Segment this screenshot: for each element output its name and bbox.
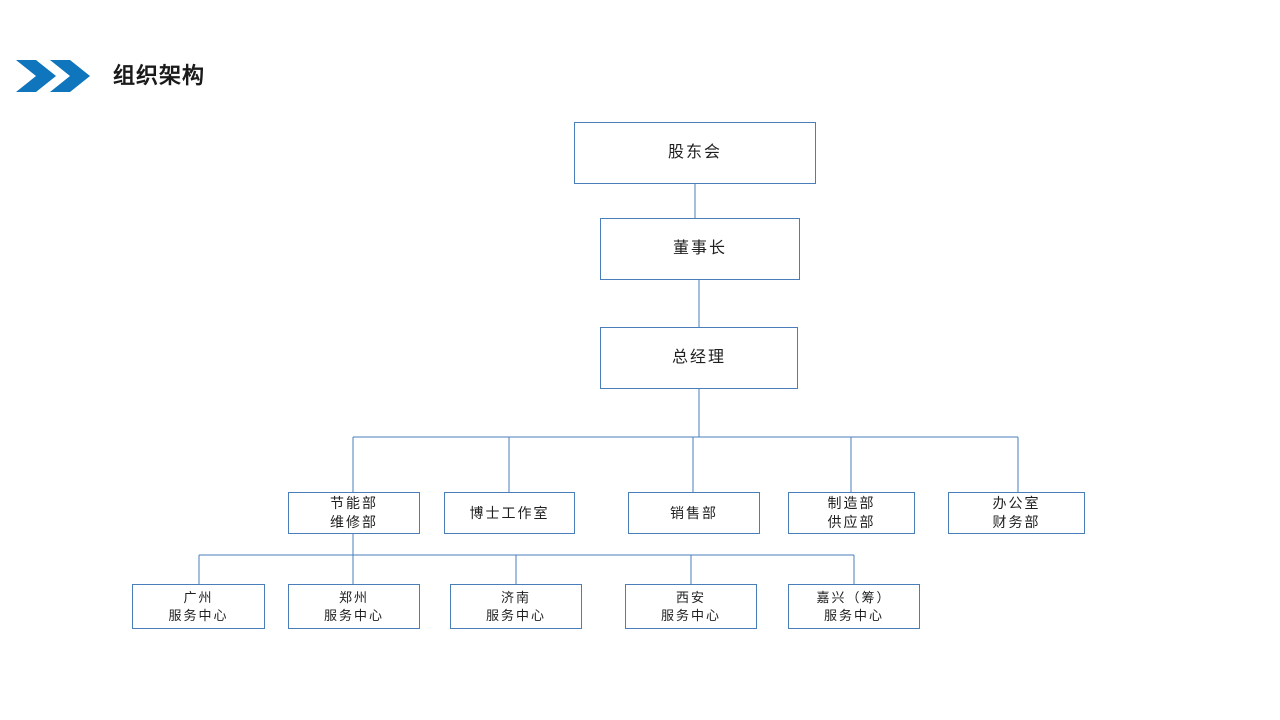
double-chevron-right-icon <box>16 60 90 92</box>
org-node-doctoral-studio[interactable]: 博士工作室 <box>444 492 575 534</box>
org-node-label-line2: 维修部 <box>330 514 378 530</box>
org-node-chairman[interactable]: 董事长 <box>600 218 800 280</box>
page-title: 组织架构 <box>113 63 206 88</box>
org-node-sales-dept[interactable]: 销售部 <box>628 492 760 534</box>
org-node-label-line1: 博士工作室 <box>469 504 550 521</box>
org-node-label: 总经理 <box>671 349 726 367</box>
org-node-office-finance-dept[interactable]: 办公室 财务部 <box>948 492 1085 534</box>
org-node-label-line1: 制造部 <box>827 495 876 512</box>
org-node-label-line1: 嘉兴（筹） <box>816 589 892 605</box>
org-node-zhengzhou-service-center[interactable]: 郑州 服务中心 <box>288 584 420 629</box>
org-node-jinan-service-center[interactable]: 济南 服务中心 <box>450 584 582 629</box>
org-node-label: 董事长 <box>672 240 727 258</box>
org-node-label-line1: 郑州 <box>338 589 369 605</box>
org-node-jiaxing-service-center[interactable]: 嘉兴（筹） 服务中心 <box>788 584 920 629</box>
org-node-label-line2: 供应部 <box>827 514 876 530</box>
org-node-label-line2: 服务中心 <box>823 607 884 623</box>
org-node-label-line2: 服务中心 <box>323 607 384 623</box>
org-node-label: 股东会 <box>667 144 722 162</box>
org-node-guangzhou-service-center[interactable]: 广州 服务中心 <box>132 584 265 629</box>
org-node-label-line1: 西安 <box>675 589 706 605</box>
org-node-label-line2: 服务中心 <box>168 607 229 623</box>
org-node-label-line1: 广州 <box>183 589 214 605</box>
org-node-label-line2: 服务中心 <box>660 607 721 623</box>
org-node-label-line1: 销售部 <box>670 504 718 521</box>
org-node-label-line1: 节能部 <box>330 495 378 512</box>
org-node-label-line2: 服务中心 <box>485 607 546 623</box>
org-node-label-line2: 财务部 <box>992 514 1041 530</box>
org-node-shareholders[interactable]: 股东会 <box>574 122 816 184</box>
org-node-label-line1: 办公室 <box>992 495 1041 512</box>
org-node-manufacturing-supply-dept[interactable]: 制造部 供应部 <box>788 492 915 534</box>
org-node-label-line1: 济南 <box>500 589 531 605</box>
org-node-energy-maintenance-dept[interactable]: 节能部 维修部 <box>288 492 420 534</box>
slide-header: 组织架构 <box>0 48 1280 104</box>
org-node-xian-service-center[interactable]: 西安 服务中心 <box>625 584 757 629</box>
org-node-general-manager[interactable]: 总经理 <box>600 327 798 389</box>
